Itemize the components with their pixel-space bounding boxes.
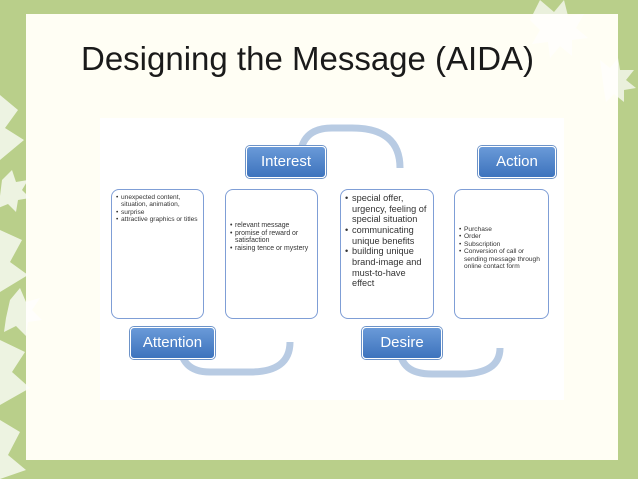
action-item: Order [459, 233, 545, 241]
attention-card: unexpected content, situation, animation… [111, 189, 204, 319]
action-card: Purchase Order Subscription Conversion o… [454, 189, 549, 319]
desire-label: Desire [362, 327, 442, 359]
interest-item: raising tence or mystery [230, 245, 314, 253]
desire-item: communicating unique benefits [345, 225, 430, 246]
attention-label: Attention [130, 327, 215, 359]
interest-card: relevant message promise of reward or sa… [225, 189, 318, 319]
desire-card: special offer, urgency, feeling of speci… [340, 189, 434, 319]
interest-item: promise of reward or satisfaction [230, 230, 314, 245]
interest-item: relevant message [230, 222, 314, 230]
attention-item: surprise [116, 209, 199, 217]
slide-title: Designing the Message (AIDA) [81, 40, 535, 77]
action-item: Subscription [459, 241, 545, 249]
attention-item: attractive graphics or titles [116, 216, 199, 224]
action-label: Action [478, 146, 556, 178]
aida-diagram: unexpected content, situation, animation… [100, 118, 564, 400]
attention-item: unexpected content, situation, animation… [116, 194, 199, 209]
interest-label: Interest [246, 146, 326, 178]
action-item: Conversion of call or sending message th… [459, 248, 545, 270]
action-item: Purchase [459, 226, 545, 234]
desire-item: building unique brand-image and must-to-… [345, 246, 430, 289]
desire-item: special offer, urgency, feeling of speci… [345, 193, 430, 225]
